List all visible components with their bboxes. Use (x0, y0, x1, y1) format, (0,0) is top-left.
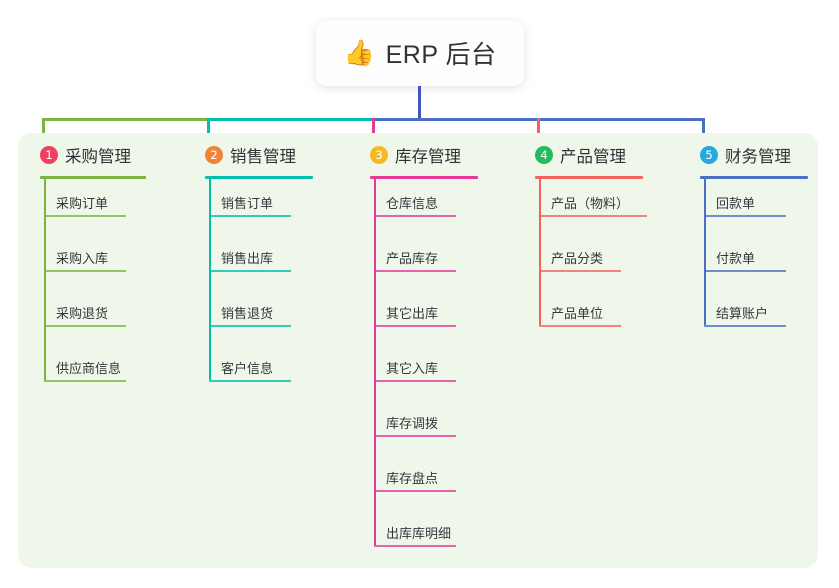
branch-index-badge: 2 (205, 146, 223, 164)
branch-leaf-label[interactable]: 采购订单 (56, 196, 109, 211)
branch-leaf-rule (539, 325, 621, 327)
root-node[interactable]: 👍 ERP 后台 (316, 20, 524, 86)
branch-leaf-label[interactable]: 采购入库 (56, 251, 109, 266)
root-node-title: ERP 后台 (385, 41, 497, 69)
root-stem-line (418, 86, 421, 121)
branch-leaf-label[interactable]: 销售退货 (221, 306, 274, 321)
branch-leaf-label[interactable]: 产品（物料） (551, 196, 630, 211)
branch-leaf-label[interactable]: 结算账户 (716, 306, 769, 321)
branch-header-rule (535, 176, 643, 179)
branch-leaf-label[interactable]: 销售出库 (221, 251, 274, 266)
branch-leaf-rule (44, 215, 126, 217)
branch-title: 产品管理 (560, 148, 626, 166)
branch-leaf-label[interactable]: 付款单 (716, 251, 756, 266)
branch-title: 财务管理 (725, 148, 791, 166)
branch-leaf-label[interactable]: 回款单 (716, 196, 756, 211)
branch-spine (44, 176, 46, 380)
branch-leaf-rule (539, 215, 647, 217)
branch-spine (374, 176, 376, 545)
branch-leaf-rule (374, 380, 456, 382)
branch-header-3[interactable]: 3 库存管理 (370, 143, 461, 167)
branch-leaf-rule (209, 380, 291, 382)
branch-leaf-label[interactable]: 供应商信息 (56, 361, 122, 376)
branch-header-2[interactable]: 2 销售管理 (205, 143, 296, 167)
branch-leaf-rule (44, 380, 126, 382)
branch-index-badge: 4 (535, 146, 553, 164)
branch-leaf-label[interactable]: 其它入库 (386, 361, 439, 376)
branch-leaf-rule (374, 435, 456, 437)
branch-leaf-label[interactable]: 采购退货 (56, 306, 109, 321)
branch-leaf-rule (209, 215, 291, 217)
branch-leaf-rule (374, 545, 456, 547)
branch-header-5[interactable]: 5 财务管理 (700, 143, 791, 167)
thumbs-up-icon: 👍 (343, 38, 375, 67)
branch-header-4[interactable]: 4 产品管理 (535, 143, 626, 167)
branch-title: 采购管理 (65, 148, 131, 166)
branch-leaf-label[interactable]: 产品库存 (386, 251, 439, 266)
branch-leaf-label[interactable]: 库存盘点 (386, 471, 439, 486)
branch-header-1[interactable]: 1 采购管理 (40, 143, 131, 167)
branch-index-badge: 5 (700, 146, 718, 164)
branch-leaf-label[interactable]: 产品分类 (551, 251, 604, 266)
branch-title: 销售管理 (230, 148, 296, 166)
branch-leaf-rule (209, 325, 291, 327)
branch-index-badge: 3 (370, 146, 388, 164)
branch-leaf-rule (374, 490, 456, 492)
branch-leaf-label[interactable]: 客户信息 (221, 361, 274, 376)
branch-spine (539, 176, 541, 325)
branch-header-rule (40, 176, 146, 179)
branch-leaf-label[interactable]: 库存调拨 (386, 416, 439, 431)
branch-leaf-label[interactable]: 产品单位 (551, 306, 604, 321)
branch-leaf-rule (44, 325, 126, 327)
branch-leaf-label[interactable]: 其它出库 (386, 306, 439, 321)
branch-title: 库存管理 (395, 148, 461, 166)
branch-spine (704, 176, 706, 325)
branch-leaf-rule (209, 270, 291, 272)
bus-segment-2 (207, 118, 372, 121)
branch-spine (209, 176, 211, 380)
branch-leaf-rule (704, 270, 786, 272)
branch-leaf-rule (704, 215, 786, 217)
branch-header-rule (205, 176, 313, 179)
branch-leaf-rule (374, 270, 456, 272)
branch-leaf-rule (539, 270, 621, 272)
branch-leaf-label[interactable]: 出库库明细 (386, 526, 452, 541)
branch-leaf-rule (704, 325, 786, 327)
bus-segment-1 (42, 118, 207, 121)
branch-leaf-rule (374, 215, 456, 217)
branch-leaf-label[interactable]: 销售订单 (221, 196, 274, 211)
branch-header-rule (700, 176, 808, 179)
branch-leaf-rule (44, 270, 126, 272)
branches-panel: 1 采购管理采购订单采购入库采购退货供应商信息 2 销售管理销售订单销售出库销售退货客… (18, 133, 818, 568)
branch-index-badge: 1 (40, 146, 58, 164)
branch-leaf-label[interactable]: 仓库信息 (386, 196, 439, 211)
branch-leaf-rule (374, 325, 456, 327)
branch-header-rule (370, 176, 478, 179)
